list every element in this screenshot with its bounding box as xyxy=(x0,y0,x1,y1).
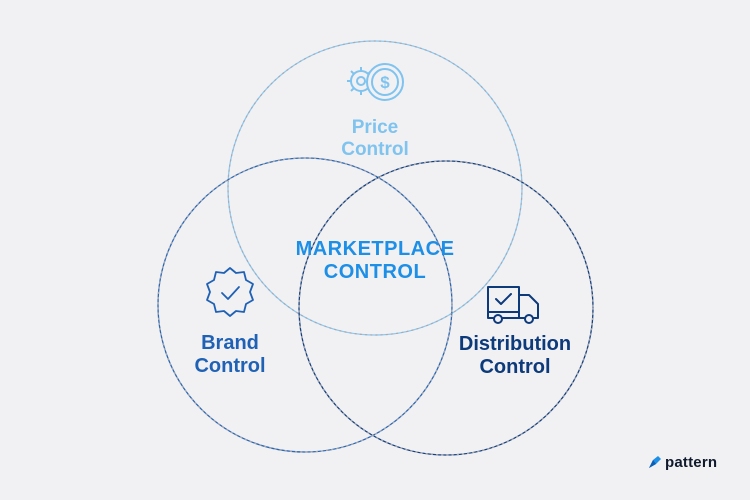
distribution-circle xyxy=(298,160,594,456)
distribution-label-line1: Distribution xyxy=(458,333,572,355)
svg-text:$: $ xyxy=(380,73,390,92)
price-circle-inner-dotted xyxy=(227,40,523,336)
price-label-line1: Price xyxy=(351,117,399,138)
brand-circle-inner-dotted xyxy=(157,157,453,453)
distribution-circle-inner-dotted xyxy=(298,160,594,456)
pattern-logo: pattern xyxy=(648,452,717,472)
distribution-label-line2: Control xyxy=(479,356,551,378)
pattern-logo-icon xyxy=(649,456,661,468)
coin-gear-icon: $ xyxy=(347,63,404,101)
marketplace-control-label: MARKETPLACE CONTROL xyxy=(255,238,495,284)
brand-label-line2: Control xyxy=(194,355,266,377)
center-label-line2: CONTROL xyxy=(323,261,427,283)
brand-circle xyxy=(157,157,453,453)
brand-label-line1: Brand xyxy=(201,332,259,354)
delivery-truck-icon xyxy=(487,286,539,324)
pattern-logo-text: pattern xyxy=(665,453,718,471)
price-control-label: Price Control xyxy=(300,117,450,161)
price-label-line2: Control xyxy=(341,138,409,160)
brand-control-label: Brand Control xyxy=(160,332,300,378)
center-label-line1: MARKETPLACE xyxy=(295,238,455,260)
distribution-control-label: Distribution Control xyxy=(430,333,600,379)
verified-badge-icon xyxy=(206,267,254,317)
